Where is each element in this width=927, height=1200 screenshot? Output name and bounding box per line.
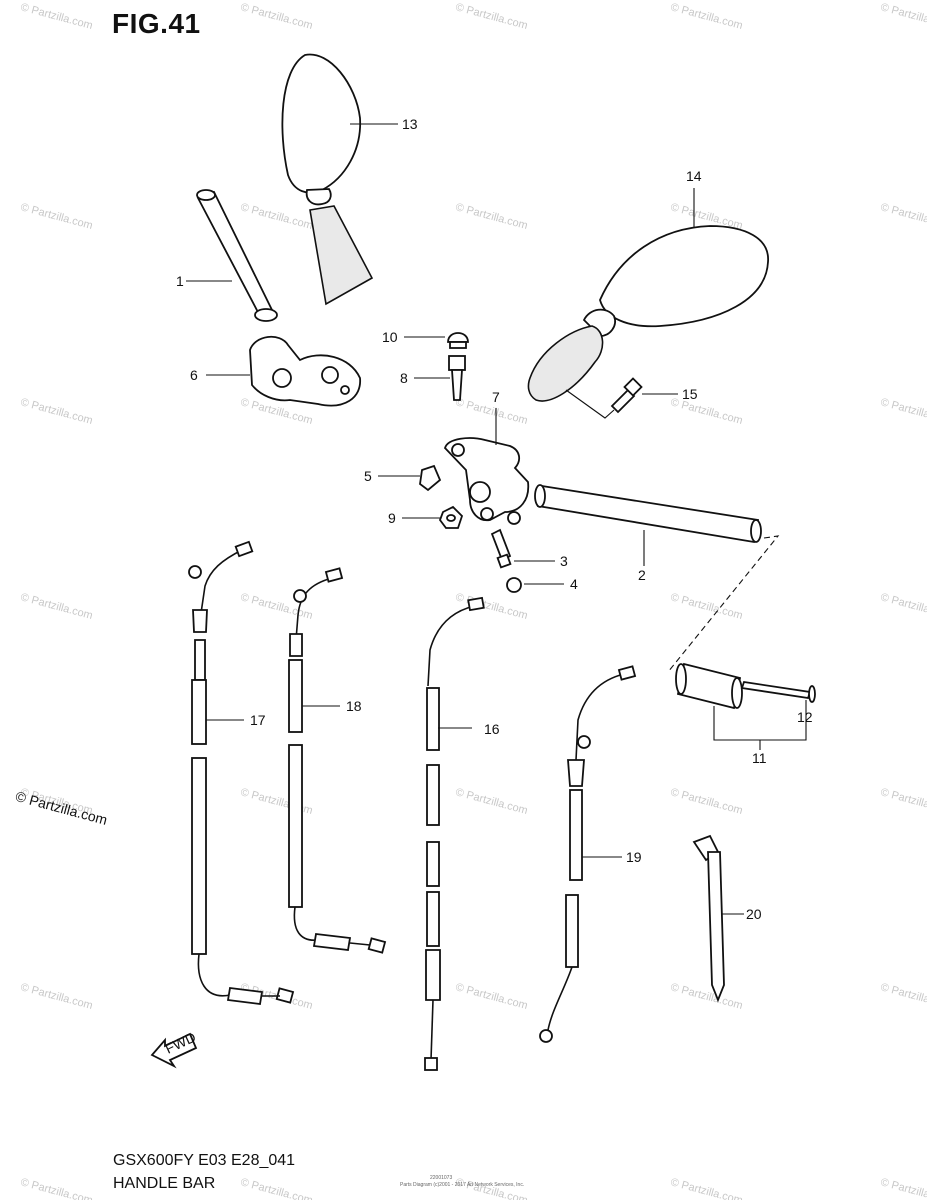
right-mirror-part-14[interactable] [527,225,769,402]
cap-part-4[interactable] [506,577,522,593]
watermark-text: © Partzilla.com [454,981,529,1012]
watermark-text: © Partzilla.com [19,591,94,622]
callout-1: 1 [176,273,184,289]
callout-11: 11 [752,750,767,766]
watermark-text: © Partzilla.com [239,1176,314,1200]
leader-11-12 [713,700,807,750]
watermark-text: © Partzilla.com [454,1176,529,1200]
callout-10: 10 [382,329,398,345]
watermark-text: © Partzilla.com [19,981,94,1012]
watermark-text: © Partzilla.com [239,1,314,32]
watermark-text: © Partzilla.com [454,1,529,32]
callout-14: 14 [686,168,702,184]
callout-12: 12 [797,709,813,725]
callout-6: 6 [190,367,198,383]
watermark-text: © Partzilla.com [669,396,744,427]
watermark-text: © Partzilla.com [454,201,529,232]
callout-20: 20 [746,906,762,922]
callout-7: 7 [492,389,500,405]
watermark-text: © Partzilla.com [879,981,927,1012]
watermark-text: © Partzilla.com [19,396,94,427]
watermark-text: © Partzilla.com [669,1176,744,1200]
callout-4: 4 [570,576,578,592]
watermark-text: © Partzilla.com [879,396,927,427]
fwd-arrow-icon: FWD [150,1029,198,1069]
watermark-text: © Partzilla.com [19,201,94,232]
watermark-text: © Partzilla.com [669,981,744,1012]
bolt-part-8[interactable] [448,355,466,401]
watermark-text: © Partzilla.com [454,591,529,622]
left-holder-part-6[interactable] [249,336,361,407]
callout-3: 3 [560,553,568,569]
callout-19: 19 [626,849,642,865]
figure-title: FIG.41 [112,8,201,39]
bar-end-weight-part-11[interactable] [675,662,743,710]
watermark-text: © Partzilla.com [879,201,927,232]
watermark-text: © Partzilla.com [879,591,927,622]
watermark-text: © Partzilla.com [669,786,744,817]
model-code: GSX600FY E03 E28_041 [113,1152,296,1169]
callout-5: 5 [364,468,372,484]
screw-part-15[interactable] [610,377,643,414]
assembly-line [667,535,780,673]
nut-part-5[interactable] [419,464,442,492]
cable-tie-part-20[interactable] [692,834,725,1003]
throttle-cable-part-18[interactable] [288,567,387,954]
watermark-text: © Partzilla.com [879,1176,927,1200]
leader-15 [565,389,678,419]
watermark-text: © Partzilla.com [669,1,744,32]
watermark-text: © Partzilla.com [239,201,314,232]
watermark-text: © Partzilla.com [19,1,94,32]
watermark-text: © Partzilla.com [454,786,529,817]
right-handlebar-part-2[interactable] [534,484,762,544]
watermark-text: © Partzilla.com [879,786,927,817]
right-holder-part-7[interactable] [443,437,530,525]
section-name: HANDLE BAR [113,1175,216,1192]
clutch-cable-part-16[interactable] [424,596,485,1071]
callout-8: 8 [400,370,408,386]
throttle-cable-part-17[interactable] [188,540,295,1006]
cap-part-10[interactable] [447,332,469,349]
watermark-text: © Partzilla.com [669,591,744,622]
left-mirror-part-13[interactable] [281,53,374,306]
callout-15: 15 [682,386,698,402]
bar-end-screw-part-12[interactable] [740,680,816,703]
callout-18: 18 [346,698,362,714]
choke-cable-part-19[interactable] [539,665,637,1043]
fine-print-code: 22001073 [430,1175,453,1181]
callout-16: 16 [484,721,500,737]
fine-print-credit: Parts Diagram (c)2001 - 2017 Ari Network… [400,1182,525,1188]
callout-2: 2 [638,567,646,583]
watermark-text: © Partzilla.com [19,1176,94,1200]
nut-part-9[interactable] [438,505,464,529]
callout-13: 13 [402,116,418,132]
left-handlebar-part-1[interactable] [196,189,278,322]
watermark-text: © Partzilla.com [879,1,927,32]
callout-17: 17 [250,712,266,728]
callout-9: 9 [388,510,396,526]
bolt-part-3[interactable] [490,528,512,569]
